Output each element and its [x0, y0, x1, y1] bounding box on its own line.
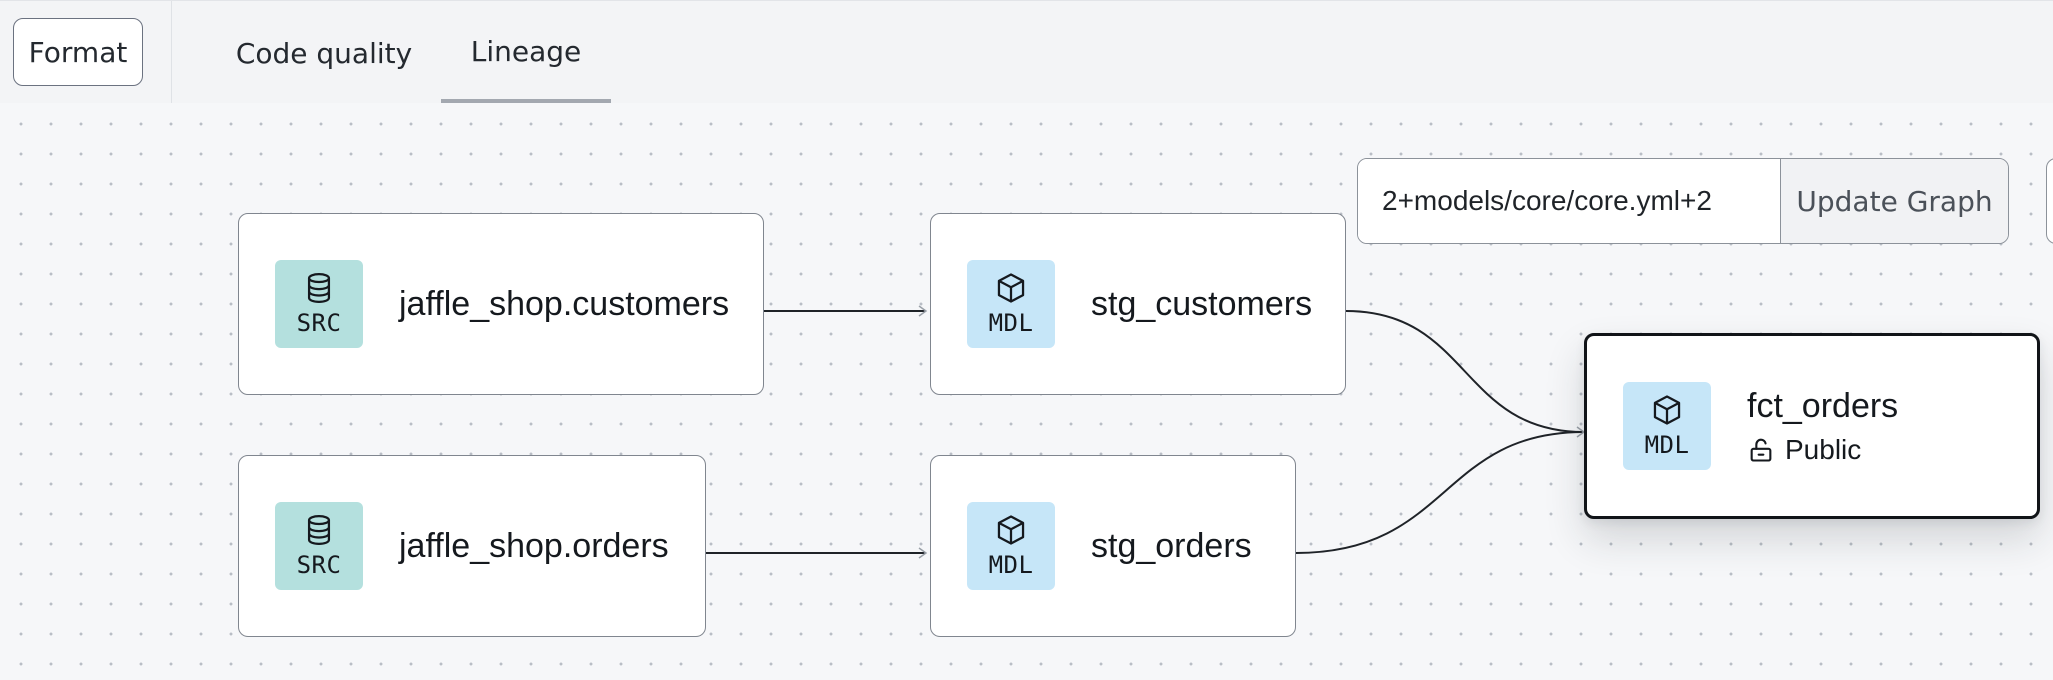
badge-label: SRC — [296, 309, 342, 337]
node-jaffle-shop-orders[interactable]: SRC jaffle_shop.orders — [238, 455, 706, 637]
badge-label: SRC — [296, 551, 342, 579]
node-name: jaffle_shop.orders — [399, 526, 669, 565]
active-tab-indicator — [441, 99, 611, 103]
model-badge: MDL — [967, 260, 1055, 348]
node-stg-customers[interactable]: MDL stg_customers — [930, 213, 1346, 395]
cube-icon — [1653, 395, 1681, 425]
node-body: stg_orders — [1091, 527, 1252, 566]
unlock-icon — [1750, 438, 1772, 462]
node-body: fct_orders Public — [1747, 387, 1898, 466]
toolbar: Format Code quality Lineage — [0, 0, 2053, 104]
update-graph-button[interactable]: Update Graph — [1780, 159, 2008, 243]
node-name: stg_orders — [1091, 526, 1252, 565]
node-jaffle-shop-customers[interactable]: SRC jaffle_shop.customers — [238, 213, 764, 395]
node-fct-orders[interactable]: MDL fct_orders Public — [1584, 333, 2040, 519]
tab-lineage[interactable]: Lineage — [470, 35, 582, 68]
database-icon — [307, 514, 331, 546]
access-level: Public — [1747, 434, 1898, 466]
toolbar-divider — [171, 1, 172, 104]
node-name: fct_orders — [1747, 386, 1899, 425]
node-body: stg_customers — [1091, 285, 1312, 324]
tab-code-quality[interactable]: Code quality — [235, 37, 413, 70]
model-badge: MDL — [967, 502, 1055, 590]
badge-label: MDL — [1644, 431, 1690, 459]
graph-selector-input[interactable] — [1358, 159, 1780, 243]
node-name: stg_customers — [1091, 284, 1313, 323]
database-icon — [307, 272, 331, 304]
source-badge: SRC — [275, 502, 363, 590]
node-body: jaffle_shop.orders — [399, 527, 669, 566]
node-stg-orders[interactable]: MDL stg_orders — [930, 455, 1296, 637]
access-label: Public — [1785, 433, 1862, 465]
badge-label: MDL — [988, 309, 1034, 337]
format-button[interactable]: Format — [13, 18, 143, 86]
cube-icon — [997, 515, 1025, 545]
graph-selector: Update Graph — [1357, 158, 2009, 244]
source-badge: SRC — [275, 260, 363, 348]
node-body: jaffle_shop.customers — [399, 285, 729, 324]
node-name: jaffle_shop.customers — [399, 284, 730, 323]
badge-label: MDL — [988, 551, 1034, 579]
model-badge: MDL — [1623, 382, 1711, 470]
overflow-control[interactable] — [2046, 158, 2053, 244]
cube-icon — [997, 273, 1025, 303]
